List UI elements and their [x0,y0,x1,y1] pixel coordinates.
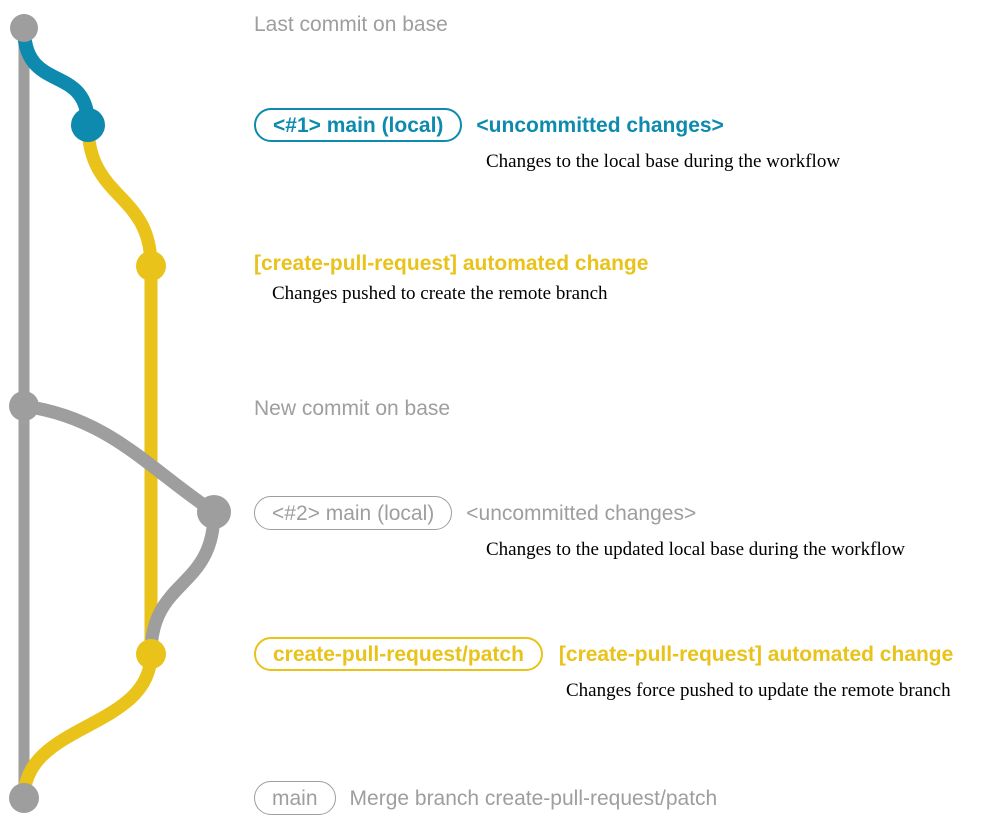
gray-branch-line [17,399,221,519]
commit-description: Changes pushed to create the remote bran… [272,283,608,304]
commit-entry-last-commit-on-base: Last commit on base [254,14,448,35]
commit-entry-new-commit-on-base: New commit on base [254,398,450,419]
commit-headline: New commit on base [254,397,451,420]
node-new-commit-on-base [9,391,39,421]
branch-pill-create-pull-request-patch[interactable]: create-pull-request/patch [254,637,543,671]
commit-entry-merge-commit: main Merge branch create-pull-request/pa… [254,781,717,815]
node-automated-change-2 [136,639,166,669]
commit-headline: [create-pull-request] automated change [558,642,954,666]
branch-pill-main[interactable]: main [254,781,336,815]
commit-headline: [create-pull-request] automated change [254,252,649,275]
teal-branch-line [17,21,95,132]
commit-entry-automated-change-2: create-pull-request/patch [create-pull-r… [254,637,953,702]
commit-entry-automated-change-1: [create-pull-request] automated change C… [254,253,648,305]
branch-pill-local-main-1[interactable]: <#1> main (local) [254,108,463,142]
gray-rebase-line [144,505,221,661]
commit-headline: <uncommitted changes> [476,113,724,137]
node-local-main-2 [197,495,231,529]
git-commit-graph [9,14,231,813]
node-automated-change-1 [136,251,166,281]
branch-pill-local-main-2[interactable]: <#2> main (local) [254,496,453,530]
node-merge-commit [9,783,39,813]
commit-description: Changes force pushed to update the remot… [566,680,951,701]
commit-description: Changes to the updated local base during… [486,539,905,560]
commit-entry-local-main-2: <#2> main (local) <uncommitted changes> … [254,496,905,561]
commit-headline: <uncommitted changes> [466,501,697,525]
commit-entry-local-main-1: <#1> main (local) <uncommitted changes> … [254,108,840,173]
node-last-commit-on-base [10,14,38,42]
commit-description: Changes to the local base during the wor… [486,151,841,172]
commit-headline: Last commit on base [254,13,448,36]
yellow-merge-line [17,647,158,805]
commit-headline: Merge branch create-pull-request/patch [349,786,718,810]
node-local-main-1 [71,108,105,142]
